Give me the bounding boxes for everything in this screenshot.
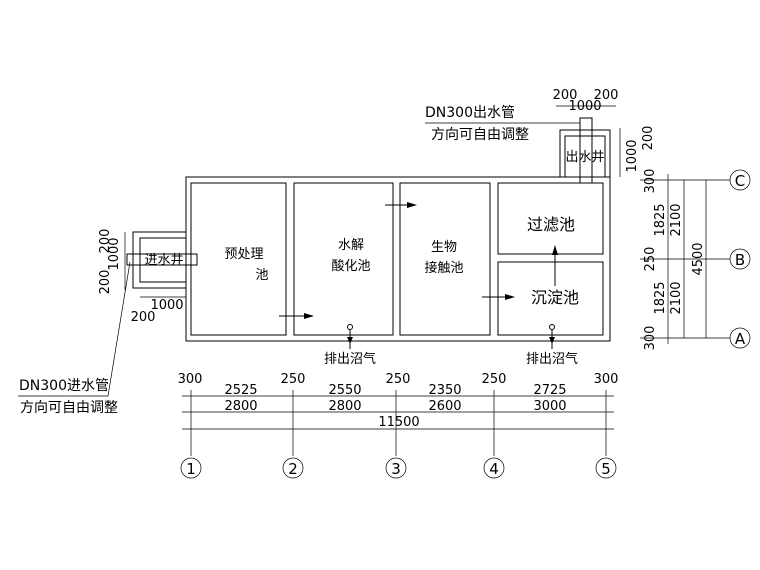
inner-dim-3: 2350 [428, 383, 461, 398]
hydrolysis-label-1: 水解 [338, 238, 364, 253]
axis-bubble-3 [385, 457, 407, 479]
axis-label-2: 2 [288, 460, 298, 478]
inlet-side-dim-3: 200 [98, 270, 113, 295]
top-dim-1: 200 [553, 88, 578, 103]
axis-dim-4: 3000 [533, 399, 566, 414]
axis-label-4: 4 [489, 460, 499, 478]
hydrolysis-label-2: 酸化池 [331, 259, 370, 274]
axis-bubble-5 [595, 457, 617, 479]
biogas-label-1: 排出沼气 [324, 351, 376, 367]
axis-label-5: 5 [601, 460, 611, 478]
axis-bubble-1 [180, 457, 202, 479]
outlet-note-line-2: 方向可自由调整 [431, 127, 529, 143]
biogas-vent-2-head [549, 337, 555, 344]
right-wall-dim-1: 300 [643, 169, 658, 194]
axis-bubble-b [729, 248, 751, 270]
inlet-note-line-2: 方向可自由调整 [20, 400, 118, 416]
settle-chamber [497, 261, 604, 336]
outlet-well-inner [564, 135, 606, 178]
axis-dim-1: 2800 [224, 399, 257, 414]
outlet-well-label: 出水井 [565, 150, 604, 165]
right-inner-dim-2: 1825 [653, 281, 668, 314]
wall-dim-4: 250 [482, 372, 507, 387]
axis-label-b: B [735, 251, 745, 269]
axis-bubble-c [729, 169, 751, 191]
wall-dim-3: 250 [386, 372, 411, 387]
flow-arrow-4-head [552, 245, 558, 255]
axis-bubble-a [729, 327, 751, 349]
axis-label-1: 1 [186, 460, 196, 478]
right-axis-dim-1: 2100 [669, 203, 684, 236]
flow-arrow-3-head [505, 294, 515, 300]
biogas-label-2: 排出沼气 [526, 351, 578, 367]
bottom-dims: 300 250 250 250 300 2525 2550 2350 2725 … [178, 372, 619, 430]
inlet-note-leader [18, 261, 131, 397]
axis-label-3: 3 [391, 460, 401, 478]
axis-markers-x: 1 2 3 4 5 [180, 390, 617, 479]
outlet-side-dim-1: 200 [641, 126, 656, 151]
outlet-pipe [579, 117, 593, 184]
right-dims: 300 250 300 1825 1825 2100 2100 4500 [643, 169, 707, 350]
outlet-side-dim-2: 1000 [625, 139, 640, 172]
contact-label-2: 接触池 [424, 260, 463, 276]
outlet-note-line-1: DN300出水管 [425, 105, 515, 121]
inlet-note-line-1: DN300进水管 [19, 378, 109, 394]
flow-arrow-2-head [407, 202, 417, 208]
axis-bubble-2 [282, 457, 304, 479]
inlet-well-label: 进水井 [144, 253, 183, 268]
inlet-side-dim-1: 200 [98, 229, 113, 254]
pretreat-label-1: 预处理 [224, 247, 263, 262]
inlet-side-dim-2: 1000 [107, 237, 122, 270]
wall-dim-1: 300 [178, 372, 203, 387]
flow-arrow-1-head [304, 313, 314, 319]
axis-bubble-4 [483, 457, 505, 479]
axis-label-c: C [735, 172, 745, 190]
top-dim-3: 1000 [568, 99, 601, 114]
filter-label: 过滤池 [527, 215, 575, 234]
contact-label-1: 生物 [431, 240, 457, 255]
wall-dim-5: 300 [594, 372, 619, 387]
top-dim-2: 200 [594, 88, 619, 103]
right-inner-dim-1: 1825 [653, 203, 668, 236]
inlet-well-inner [139, 237, 187, 283]
pretreat-label-2: 池 [255, 268, 268, 283]
wall-dim-2: 250 [281, 372, 306, 387]
hydrolysis-chamber [293, 182, 394, 336]
inlet-side-dim-4: 1000 [150, 298, 183, 313]
filter-chamber [497, 182, 604, 255]
axis-markers-y: C B A [640, 169, 751, 349]
right-axis-dim-2: 2100 [669, 281, 684, 314]
inlet-side-dim-5: 200 [131, 310, 156, 325]
axis-label-a: A [735, 330, 746, 348]
pretreat-chamber [190, 182, 287, 336]
total-dim: 11500 [378, 415, 419, 430]
axis-dim-2: 2800 [328, 399, 361, 414]
inner-dim-1: 2525 [224, 383, 257, 398]
inner-dim-2: 2550 [328, 383, 361, 398]
inner-dim-4: 2725 [533, 383, 566, 398]
inlet-pipe [126, 253, 198, 266]
biogas-vent-1-head [347, 337, 353, 344]
biogas-vent-2 [549, 324, 555, 330]
settle-label: 沉淀池 [531, 288, 579, 307]
contact-chamber [399, 182, 491, 336]
biogas-vent-1 [347, 324, 353, 330]
axis-dim-3: 2600 [428, 399, 461, 414]
